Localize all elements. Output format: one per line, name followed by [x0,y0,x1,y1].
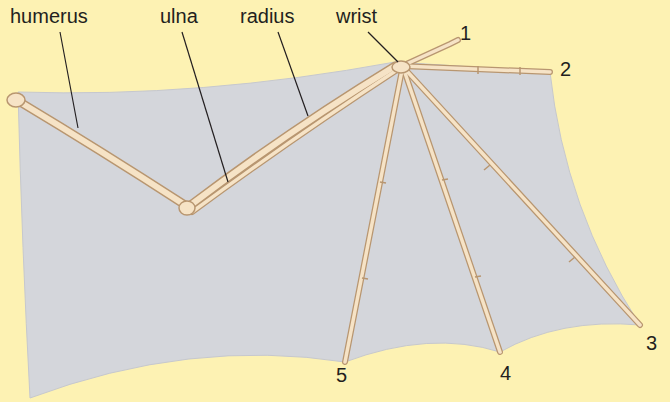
leader-lines [60,32,398,182]
wing-membrane [18,62,640,398]
humerus-head [7,93,25,107]
digit-number: 2 [560,58,571,81]
part-label: wrist [336,5,377,28]
finger-joints [362,66,575,279]
wrist-joint [392,61,410,73]
digit-number: 3 [646,332,657,355]
bones [20,40,640,362]
elbow-joint [179,201,195,215]
bone-outlines [20,40,640,362]
part-label: radius [240,5,294,28]
digit-number: 5 [336,364,347,387]
digit-number: 1 [460,22,471,45]
part-label: ulna [160,5,198,28]
digit-number: 4 [500,362,511,385]
part-label: humerus [10,5,88,28]
